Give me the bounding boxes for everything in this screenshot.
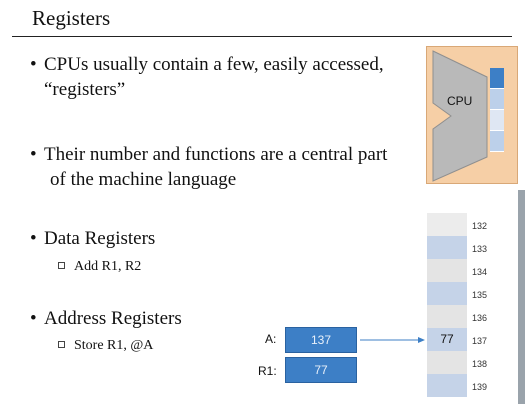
sub-bullet-text: Store R1, @A — [74, 338, 154, 353]
square-bullet-icon — [58, 341, 65, 349]
bullet-text-continued: “registers” — [44, 79, 126, 100]
sub-bullet-add: Add R1, R2 — [58, 258, 141, 276]
bullet-dot: • — [30, 144, 37, 165]
register-r1-label: R1: — [258, 364, 277, 378]
memory-address: 132 — [472, 221, 488, 231]
sub-bullet-store: Store R1, @A — [58, 337, 153, 355]
square-bullet-icon — [58, 262, 65, 270]
bullet-dot: • — [30, 228, 37, 249]
bullet-cpu-registers: • CPUs usually contain a few, easily acce… — [30, 52, 384, 102]
memory-cell — [427, 236, 467, 259]
cpu-register-2 — [490, 89, 504, 110]
memory-cell — [427, 305, 467, 328]
bullet-text: Address Registers — [44, 308, 182, 329]
register-a-box: 137 — [285, 327, 357, 353]
cpu-register-3 — [490, 110, 504, 131]
memory-cell — [427, 282, 467, 305]
memory-address: 135 — [472, 290, 488, 300]
register-a-label: A: — [265, 332, 277, 346]
memory-address: 137 — [472, 336, 488, 346]
slide-title: Registers — [32, 6, 111, 30]
memory-address: 136 — [472, 313, 488, 323]
register-r1-box: 77 — [285, 357, 357, 383]
memory-address: 139 — [472, 382, 488, 392]
memory-cell — [427, 374, 467, 397]
bullet-number-functions: • Their number and functions are a centra… — [30, 142, 387, 192]
memory-address: 138 — [472, 359, 488, 369]
bullet-dot: • — [30, 54, 37, 75]
cpu-diagram — [426, 46, 518, 184]
memory-cell — [427, 259, 467, 282]
memory-address: 133 — [472, 244, 488, 254]
bullet-dot: • — [30, 308, 37, 329]
pointer-arrow-icon — [360, 337, 425, 343]
memory-cell — [427, 213, 467, 236]
bullet-address-registers: • Address Registers — [30, 306, 182, 331]
bullet-text: Their number and functions are a central… — [44, 144, 388, 165]
cpu-unit-shape — [432, 50, 488, 182]
bullet-text: CPUs usually contain a few, easily acces… — [44, 54, 384, 75]
memory-cell: 77 — [427, 328, 467, 351]
cpu-label: CPU — [447, 94, 473, 108]
memory-cell-value: 77 — [440, 332, 454, 346]
cpu-register-4 — [490, 131, 504, 152]
cpu-register-1 — [490, 68, 504, 89]
bullet-data-registers: • Data Registers — [30, 226, 155, 251]
memory-address: 134 — [472, 267, 488, 277]
sub-bullet-text: Add R1, R2 — [74, 259, 142, 274]
memory-cell — [427, 351, 467, 374]
bullet-text: Data Registers — [44, 228, 156, 249]
bullet-text-continued: of the machine language — [50, 169, 237, 190]
window-edge — [518, 190, 525, 404]
title-rule — [12, 36, 512, 37]
